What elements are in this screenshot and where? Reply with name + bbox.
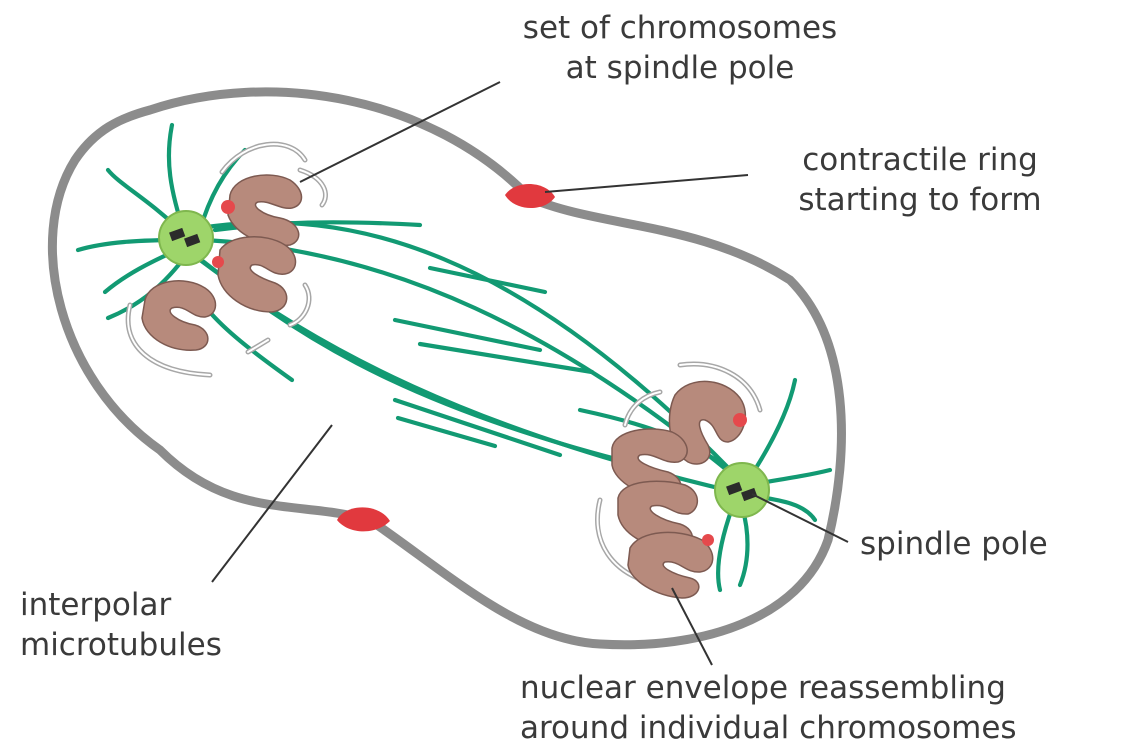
label-line: spindle pole: [860, 524, 1048, 564]
leader-line-nuclear-envelope: [672, 588, 712, 665]
label-line: at spindle pole: [470, 48, 890, 88]
chromosome: [228, 175, 302, 245]
label-line: microtubules: [20, 625, 222, 665]
right-spindle-pole: [715, 463, 769, 517]
label-set-of-chromosomes: set of chromosomes at spindle pole: [470, 8, 890, 88]
label-line: nuclear envelope reassembling: [520, 668, 1017, 708]
kinetochore: [702, 534, 714, 546]
label-line: starting to form: [755, 180, 1085, 220]
chromosome: [218, 237, 296, 312]
left-spindle-pole: [159, 211, 213, 265]
kinetochore: [212, 256, 224, 268]
chromosome: [142, 281, 216, 350]
label-nuclear-envelope: nuclear envelope reassembling around ind…: [520, 668, 1017, 748]
kinetochore: [733, 413, 747, 427]
leader-line-contractile-ring: [545, 175, 748, 192]
label-spindle-pole: spindle pole: [860, 524, 1048, 564]
label-line: interpolar: [20, 585, 222, 625]
chromosome: [628, 532, 713, 598]
label-interpolar-microtubules: interpolar microtubules: [20, 585, 222, 665]
label-line: set of chromosomes: [470, 8, 890, 48]
label-contractile-ring: contractile ring starting to form: [755, 140, 1085, 220]
leader-line-interpolar: [212, 425, 332, 582]
kinetochore: [221, 200, 235, 214]
label-line: contractile ring: [755, 140, 1085, 180]
label-line: around individual chromosomes: [520, 708, 1017, 748]
